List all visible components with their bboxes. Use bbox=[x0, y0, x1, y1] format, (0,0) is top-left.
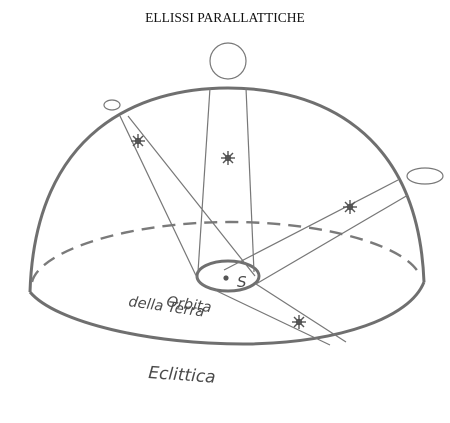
cone-line bbox=[255, 194, 409, 285]
cone-line bbox=[197, 87, 211, 273]
star-icon bbox=[292, 315, 306, 329]
orbit-label-line1: Orbita bbox=[165, 294, 212, 316]
star-icon bbox=[131, 134, 145, 148]
ecliptic-back-edge bbox=[30, 220, 422, 283]
parallax-ellipse-left bbox=[103, 99, 121, 111]
sun-label: S bbox=[237, 273, 247, 291]
star-icon bbox=[221, 151, 235, 165]
cone-line bbox=[245, 87, 255, 273]
diagram-title: ELLISSI PARALLATTICHE bbox=[145, 10, 305, 25]
celestial-dome-arc bbox=[28, 86, 426, 293]
parallax-ellipse-top bbox=[209, 42, 247, 80]
ecliptic-label: Eclittica bbox=[148, 363, 217, 388]
cone-line bbox=[127, 115, 256, 277]
ecliptic-front-edge bbox=[28, 281, 426, 346]
cone-line bbox=[119, 115, 201, 285]
cone-line bbox=[255, 283, 347, 343]
star-icon bbox=[343, 200, 357, 214]
parallax-ellipse-right bbox=[406, 167, 444, 185]
cone-line bbox=[199, 282, 331, 346]
earth-orbit bbox=[195, 259, 261, 293]
cone-line bbox=[223, 179, 399, 271]
sun-dot-icon bbox=[223, 275, 229, 281]
